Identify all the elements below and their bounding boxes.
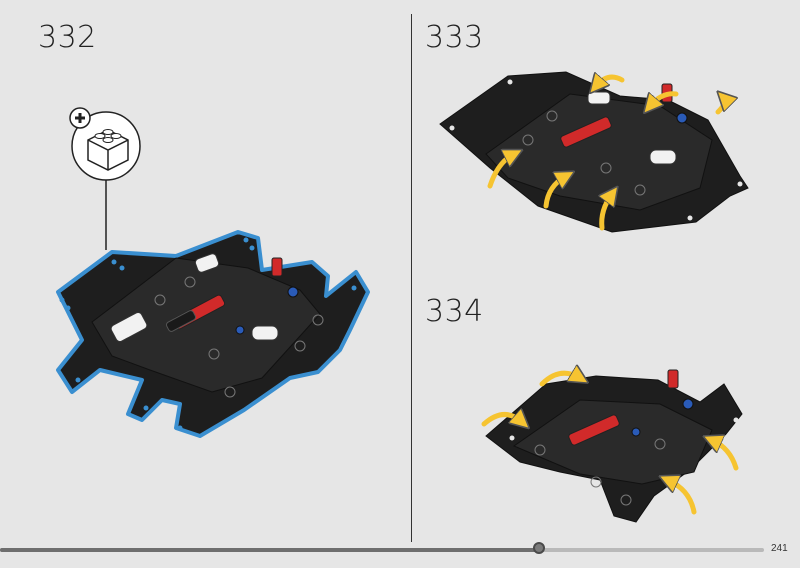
step-number-333: 333: [425, 20, 484, 55]
page-progress-bar: [0, 542, 764, 554]
add-part-brick-icon: [69, 107, 129, 171]
assembly-step-334: [481, 370, 743, 523]
step-number-332: 332: [38, 20, 97, 55]
assembly-step-333: [439, 71, 749, 233]
step-divider: [411, 14, 412, 542]
page-number: 241: [771, 543, 788, 554]
assembly-step-332: [56, 230, 370, 438]
callout-bubble: [69, 107, 141, 250]
page-progress-knob[interactable]: [532, 542, 545, 554]
step-number-334: 334: [425, 294, 484, 329]
page-progress-fill: [0, 548, 539, 552]
